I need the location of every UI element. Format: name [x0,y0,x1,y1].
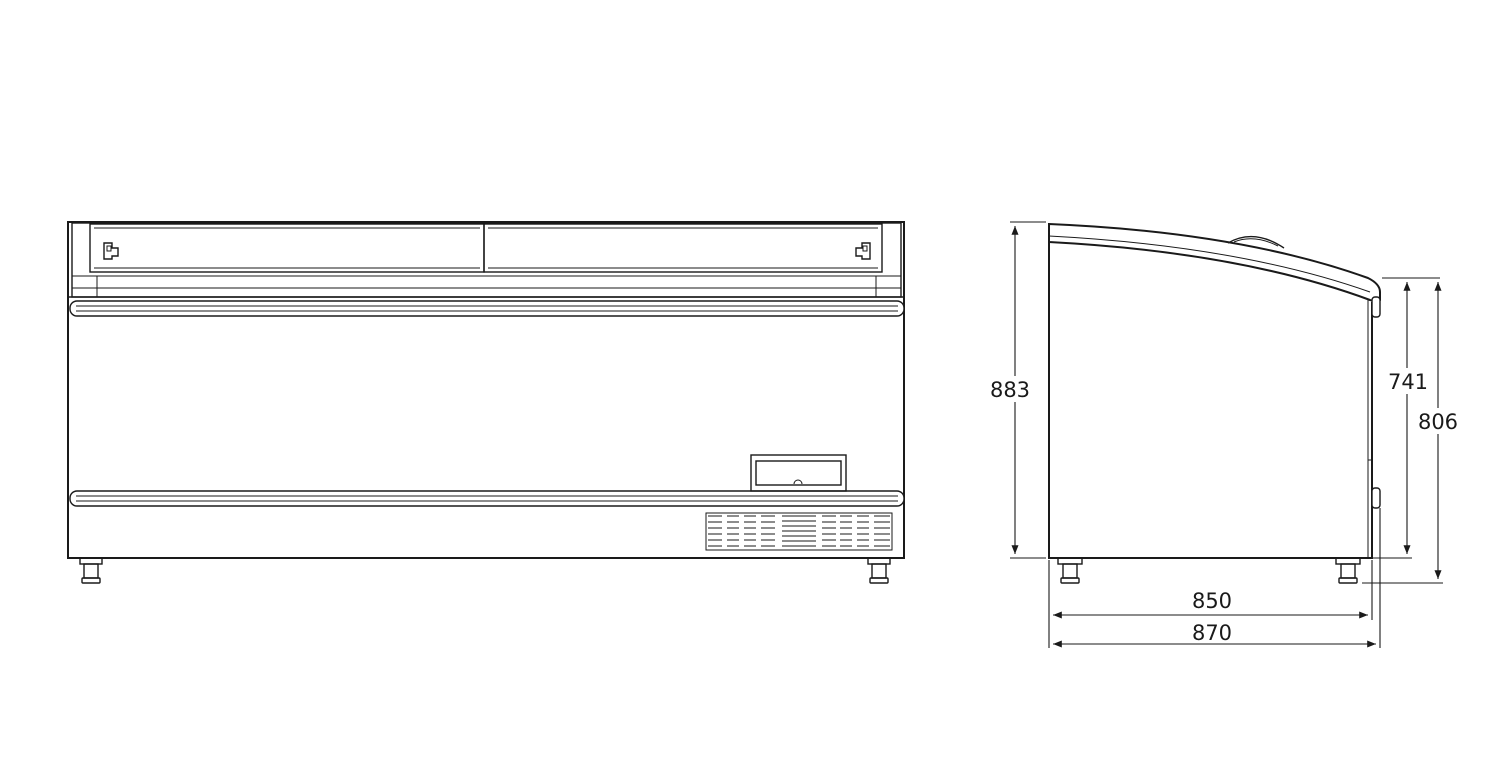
label-870: 870 [1192,621,1232,645]
dimension-850 [1048,560,1373,648]
label-806: 806 [1418,410,1458,434]
upper-bumper-rail [69,300,905,317]
ventilation-grille [705,512,893,551]
label-850: 850 [1192,589,1232,613]
side-bumper-lower [1371,487,1381,509]
side-bumper-upper [1371,296,1381,318]
lid-handle-left-icon [103,242,119,260]
side-foot-left [1057,557,1083,584]
front-foot-left [79,557,103,584]
side-view: 883 741 806 850 870 [988,221,1460,648]
label-741: 741 [1388,370,1428,394]
side-body-outline [1048,224,1373,559]
side-lid-handle-icon [1227,235,1285,249]
sliding-lid-left [89,223,485,273]
side-lid-profile [1048,222,1381,302]
control-panel [750,454,847,492]
front-view [67,221,905,584]
dimension-870 [1053,508,1381,648]
front-foot-right [867,557,891,584]
dimension-741 [1370,277,1440,559]
lower-bumper-rail [69,490,905,507]
lid-handle-right-icon [855,242,871,260]
front-body-outline [67,221,905,559]
label-883: 883 [990,378,1030,402]
side-foot-right [1335,557,1361,584]
front-lid-frame [71,222,902,298]
sliding-lid-right [483,223,883,273]
